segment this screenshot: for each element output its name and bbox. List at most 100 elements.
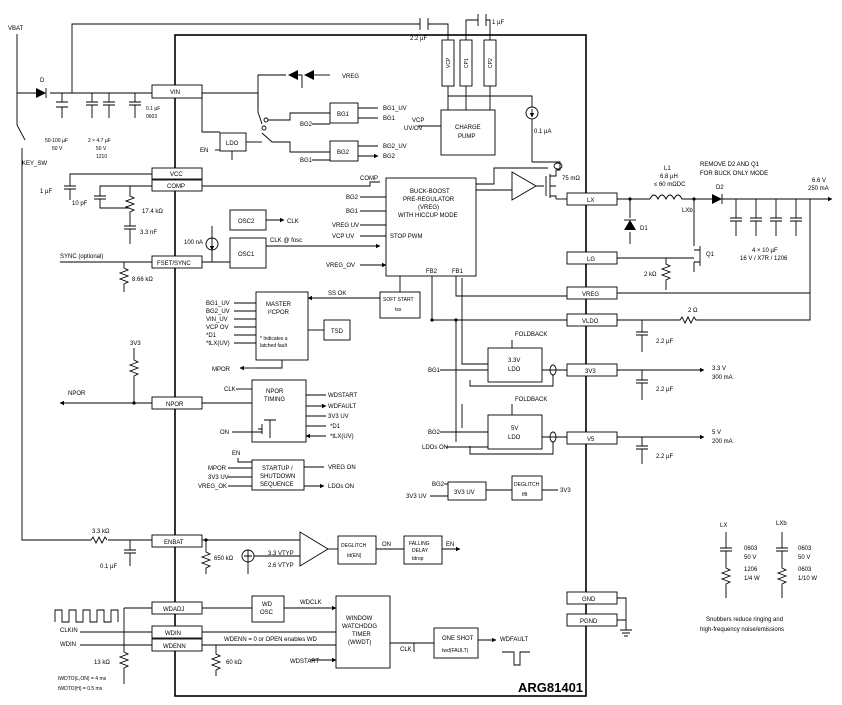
svg-text:MPOR: MPOR bbox=[212, 367, 231, 373]
deglitch-3v3-block bbox=[511, 475, 543, 501]
d-in-label: D bbox=[40, 78, 45, 84]
svg-text:OSC1: OSC1 bbox=[238, 252, 255, 258]
svg-text:3.3 kΩ: 3.3 kΩ bbox=[92, 529, 110, 535]
svg-text:tss: tss bbox=[395, 307, 402, 313]
svg-text:twd(FAULT): twd(FAULT) bbox=[442, 648, 469, 654]
svg-text:3.3 nF: 3.3 nF bbox=[140, 230, 157, 236]
svg-text:3.3 V: 3.3 V bbox=[712, 366, 726, 372]
svg-text:LX: LX bbox=[587, 198, 594, 204]
svg-text:CHARGE: CHARGE bbox=[455, 125, 481, 131]
svg-text:0603: 0603 bbox=[798, 546, 812, 552]
top-capacitors: 2.2 µF 1 µF bbox=[71, 14, 504, 93]
svg-text:PGND: PGND bbox=[580, 619, 598, 625]
svg-text:1/10 W: 1/10 W bbox=[798, 576, 817, 582]
supply-path: LDO EN VREG BG1 BG2 BG1_UV BG1 BG2_UV BG… bbox=[200, 70, 551, 164]
svg-text:SOFT START: SOFT START bbox=[383, 297, 414, 303]
cap-in1-b: 50 V bbox=[52, 146, 63, 152]
svg-text:VCP UV: VCP UV bbox=[332, 234, 354, 240]
svg-text:2.2 µF: 2.2 µF bbox=[656, 454, 673, 460]
svg-text:NPOR: NPOR bbox=[166, 402, 184, 408]
svg-text:PUMP: PUMP bbox=[458, 134, 475, 140]
svg-text:LXb: LXb bbox=[776, 521, 787, 527]
svg-text:8.66 kΩ: 8.66 kΩ bbox=[132, 277, 153, 283]
svg-text:FB1: FB1 bbox=[452, 269, 464, 275]
right-pins: LX LG VREG VLDO 3V3 V5 GND PGND bbox=[566, 192, 618, 627]
svg-text:UV/OV: UV/OV bbox=[404, 126, 423, 132]
falling-delay-block bbox=[403, 535, 443, 565]
pin-comp bbox=[151, 179, 203, 192]
svg-text:BG1_UV: BG1_UV bbox=[206, 301, 230, 307]
svg-text:16 V / X7R / 1206: 16 V / X7R / 1206 bbox=[740, 256, 788, 262]
svg-text:BG1: BG1 bbox=[428, 368, 441, 374]
wd-osc-block bbox=[251, 595, 285, 623]
svg-text:ONE SHOT: ONE SHOT bbox=[442, 636, 474, 642]
cap-in2-c: 1210 bbox=[96, 154, 107, 160]
buck-boost: BUCK-BOOST PRE-REGULATOR (VREG) WITH HIC… bbox=[326, 161, 580, 277]
svg-text:WD: WD bbox=[262, 602, 273, 608]
svg-text:FOR BUCK ONLY MODE: FOR BUCK ONLY MODE bbox=[700, 171, 768, 177]
startup-section: EN STARTUP / SHUTDOWN SEQUENCE MPOR 3V3 … bbox=[198, 451, 356, 490]
svg-text:SEQUENCE: SEQUENCE bbox=[260, 482, 294, 488]
cap-in1-a: 50-100 µF bbox=[45, 138, 68, 144]
svg-text:BG1: BG1 bbox=[337, 112, 350, 118]
svg-text:Q1: Q1 bbox=[706, 252, 715, 258]
svg-text:tdrop: tdrop bbox=[412, 556, 424, 562]
svg-text:LDO: LDO bbox=[226, 141, 239, 147]
svg-text:PRE-REGULATOR: PRE-REGULATOR bbox=[403, 197, 455, 203]
svg-text:BG2: BG2 bbox=[432, 482, 445, 488]
i-01ua-label: 0.1 µA bbox=[534, 129, 551, 135]
pin-v5 bbox=[566, 431, 618, 445]
svg-text:V5: V5 bbox=[587, 437, 595, 443]
svg-text:BG1: BG1 bbox=[383, 116, 396, 122]
watchdog-section: CLKIN WDIN 13 kΩ tWDTO(L,ON) = 4 ms tWDT… bbox=[54, 595, 530, 692]
svg-text:BG2: BG2 bbox=[337, 150, 350, 156]
svg-text:DEGLITCH: DEGLITCH bbox=[341, 543, 367, 549]
svg-text:CLK: CLK bbox=[287, 219, 299, 225]
svg-text:100 nA: 100 nA bbox=[184, 240, 203, 246]
left-pins: VIN VCC COMP FSET/SYNC NPOR ENBAT WDADJ … bbox=[151, 84, 203, 652]
svg-text:2 kΩ: 2 kΩ bbox=[644, 272, 657, 278]
svg-text:VIN: VIN bbox=[170, 90, 180, 96]
svg-text:50 V: 50 V bbox=[798, 555, 810, 561]
svg-text:NPOR: NPOR bbox=[266, 389, 284, 395]
svg-text:VREG ON: VREG ON bbox=[328, 465, 356, 471]
svg-text:WDADJ: WDADJ bbox=[163, 607, 184, 613]
svg-text:10 pF: 10 pF bbox=[72, 201, 88, 207]
svg-text:BG1: BG1 bbox=[300, 158, 313, 164]
svg-text:tWDTO(L,ON) = 4 ms: tWDTO(L,ON) = 4 ms bbox=[58, 676, 107, 682]
svg-text:WDFAULT: WDFAULT bbox=[500, 637, 529, 643]
svg-text:WDIN: WDIN bbox=[165, 631, 181, 637]
svg-text:75 mΩ: 75 mΩ bbox=[562, 176, 580, 182]
svg-text:VCC: VCC bbox=[170, 172, 183, 178]
svg-text:BG2: BG2 bbox=[300, 122, 313, 128]
svg-text:CLK @ fosc: CLK @ fosc bbox=[270, 238, 302, 244]
key-sw-label: KEY_SW bbox=[22, 161, 47, 167]
master-por: MASTER I²CPOR * Indicates a latched faul… bbox=[206, 276, 421, 373]
pin-vcc bbox=[151, 167, 203, 180]
svg-text:WDCLK: WDCLK bbox=[300, 600, 322, 606]
svg-text:3V3: 3V3 bbox=[560, 488, 571, 494]
svg-text:200 mA: 200 mA bbox=[712, 439, 733, 445]
svg-text:WDIN: WDIN bbox=[60, 642, 76, 648]
svg-text:LXb: LXb bbox=[682, 208, 693, 214]
svg-text:STOP PWM: STOP PWM bbox=[390, 234, 422, 240]
svg-text:WDFAULT: WDFAULT bbox=[328, 404, 357, 410]
svg-text:250 mA: 250 mA bbox=[808, 186, 829, 192]
snubber-section: LX LXb 0603 50 V 1206 1/4 W 0603 50 V 06… bbox=[700, 521, 817, 633]
svg-text:BG2: BG2 bbox=[383, 154, 396, 160]
master-por-block bbox=[255, 291, 309, 361]
svg-text:CLK: CLK bbox=[224, 387, 236, 393]
svg-text:*tLX(UV): *tLX(UV) bbox=[330, 434, 354, 440]
svg-text:GND: GND bbox=[582, 597, 596, 603]
svg-text:SS OK: SS OK bbox=[328, 291, 346, 297]
svg-text:FOLDBACK: FOLDBACK bbox=[515, 332, 547, 338]
svg-text:LG: LG bbox=[587, 257, 595, 263]
svg-text:ON: ON bbox=[382, 542, 391, 548]
svg-text:ENBAT: ENBAT bbox=[164, 540, 184, 546]
svg-text:WINDOW: WINDOW bbox=[346, 616, 373, 622]
svg-text:1/4 W: 1/4 W bbox=[744, 576, 760, 582]
svg-text:BG2: BG2 bbox=[428, 430, 441, 436]
svg-text:VREG UV: VREG UV bbox=[332, 223, 359, 229]
svg-text:3.3V: 3.3V bbox=[508, 358, 520, 364]
svg-text:SHUTDOWN: SHUTDOWN bbox=[260, 474, 295, 480]
